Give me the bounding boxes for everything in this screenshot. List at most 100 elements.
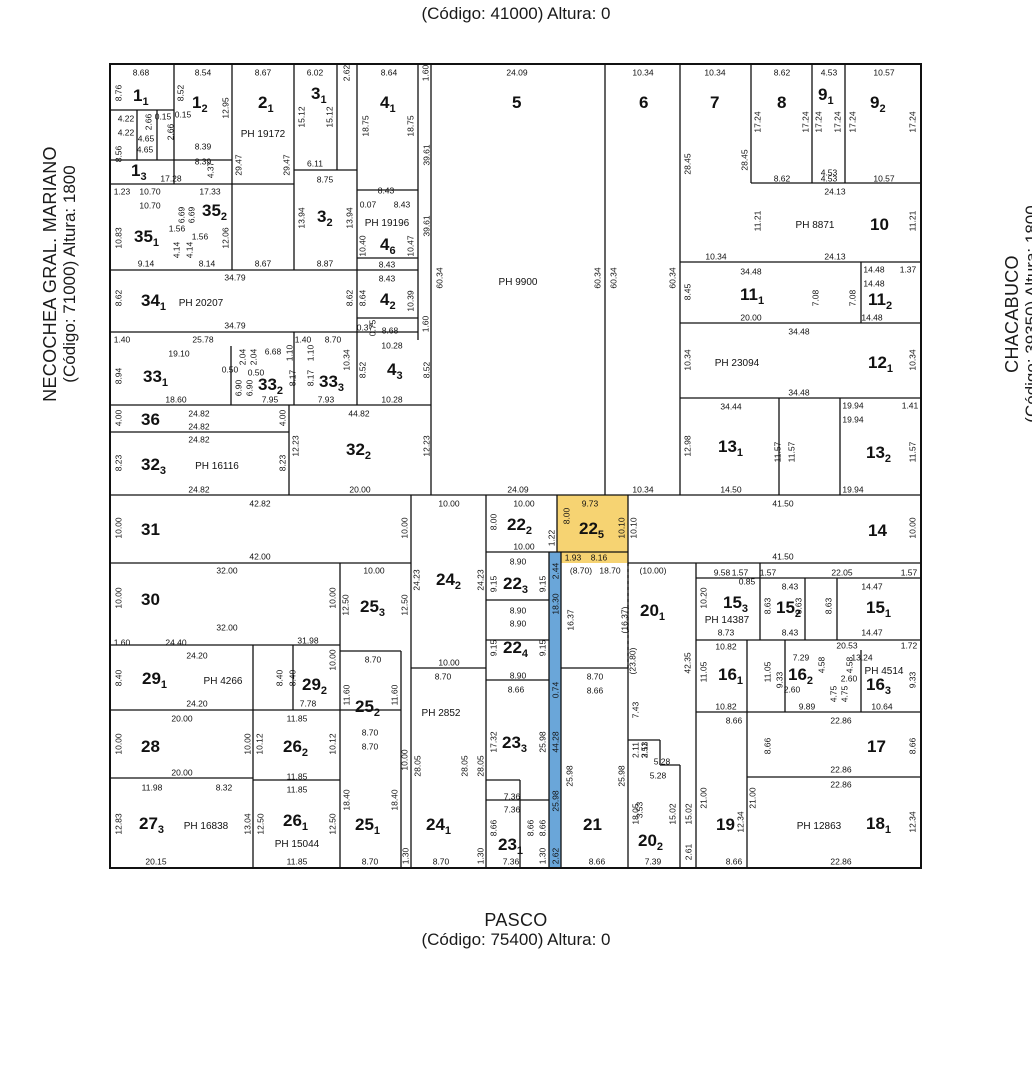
parcel-36[interactable]: 36	[141, 410, 160, 429]
parcel-25-1[interactable]: 251	[355, 815, 380, 837]
parcel-number: 262	[283, 737, 308, 759]
parcel-29-2[interactable]: 292	[302, 675, 327, 697]
parcel-number: 151	[866, 598, 891, 620]
measure-label: 10.12	[327, 733, 337, 755]
parcel-11-2[interactable]: 112	[868, 290, 892, 312]
parcel-5[interactable]: 5PH 9900	[499, 93, 538, 288]
parcel-11-1[interactable]: 111	[740, 285, 764, 307]
measure-label: 8.63	[762, 597, 772, 614]
parcel-16-2[interactable]: 162	[788, 665, 813, 687]
measure-label: 1.60	[420, 64, 430, 81]
measure-label: 10.34	[632, 484, 654, 494]
measure-label: 1.60	[420, 315, 430, 332]
measure-label: 0.15	[175, 109, 192, 119]
parcel-1-2[interactable]: 12	[192, 93, 208, 115]
parcel-1-1[interactable]: 11	[133, 86, 149, 108]
parcel-30[interactable]: 30	[141, 590, 160, 609]
measure-label: 10.57	[873, 173, 895, 183]
parcel-25-3[interactable]: 253	[360, 597, 385, 619]
measure-label: 19.94	[842, 400, 864, 410]
parcel-22-4[interactable]: 224	[503, 638, 529, 660]
parcel-1-3[interactable]: 13	[131, 161, 147, 183]
measure-label: (23.80)	[627, 647, 637, 674]
parcel-15-1[interactable]: 151	[866, 598, 891, 620]
parcel-9-1[interactable]: 91	[818, 85, 834, 107]
measure-label: 2.04	[237, 348, 247, 365]
parcel-19[interactable]: 19	[716, 815, 735, 834]
parcel-14[interactable]: 14	[868, 521, 887, 540]
parcel-31[interactable]: 31	[141, 520, 160, 539]
parcel-number: 201	[640, 601, 665, 623]
ph-label: PH 16116	[195, 461, 239, 472]
parcel-number: 10	[870, 215, 889, 234]
measure-label: 4.53	[821, 173, 838, 183]
parcel-22-2[interactable]: 222	[507, 515, 532, 537]
parcel-13-1[interactable]: 131	[718, 437, 743, 459]
measure-label: 11.85	[287, 713, 308, 723]
parcel-20-1[interactable]: 201	[640, 601, 665, 623]
parcel-3-1[interactable]: 31	[311, 84, 327, 106]
measure-label: 10.00	[327, 649, 337, 671]
parcel-3-2[interactable]: 32	[317, 207, 333, 229]
measure-label: 28.45	[739, 149, 749, 171]
measure-label: 8.90	[510, 556, 527, 566]
parcel-24-2[interactable]: 242	[436, 570, 461, 592]
ph-label: PH 2852	[422, 708, 461, 719]
parcel-20-2[interactable]: 202	[638, 831, 663, 853]
parcel-16-1[interactable]: 161	[718, 665, 743, 687]
parcel-25-2[interactable]: 252	[355, 697, 380, 719]
measure-label: 8.70	[325, 334, 342, 344]
parcel-7[interactable]: 7	[710, 93, 719, 112]
parcel-23-1[interactable]: 231	[498, 835, 523, 857]
measure-label: 1.57	[760, 567, 777, 577]
measure-label: 10.83	[113, 227, 123, 249]
parcel-23-3[interactable]: 233	[502, 733, 527, 755]
parcel-26-2[interactable]: 262	[283, 737, 308, 759]
measure-label: 1.30	[400, 847, 410, 864]
parcel-4-3[interactable]: 43	[387, 360, 403, 382]
measure-label: 1.30	[537, 847, 547, 864]
parcel-number: 8	[777, 93, 786, 112]
parcel-33-3[interactable]: 333	[319, 372, 344, 394]
parcel-15-2[interactable]: 152	[776, 598, 801, 620]
parcel-6[interactable]: 6	[639, 93, 648, 112]
measure-label: 8.66	[726, 715, 743, 725]
parcel-28[interactable]: 28	[141, 737, 160, 756]
parcel-17[interactable]: 17	[867, 737, 886, 756]
parcel-32-2[interactable]: 322	[346, 440, 371, 462]
parcel-35-1[interactable]: 351	[134, 227, 159, 249]
parcel-subnumber: 1	[517, 845, 523, 857]
parcel-33-2[interactable]: 332	[258, 375, 283, 397]
measure-label: 10.00	[327, 587, 337, 609]
parcel-subnumber: 4	[522, 648, 529, 660]
measure-label: 7.08	[810, 289, 820, 306]
parcel-8[interactable]: 8	[777, 93, 786, 112]
measure-label: 2.60	[841, 673, 858, 683]
parcel-22-5[interactable]: 225	[579, 519, 604, 541]
measure-label: 8.94	[113, 367, 123, 384]
parcel-33-1[interactable]: 331	[143, 367, 168, 389]
parcel-22-3[interactable]: 223	[503, 574, 528, 596]
measure-label: 60.34	[592, 267, 602, 289]
parcel-13-2[interactable]: 132	[866, 443, 891, 465]
parcel-21[interactable]: 21	[583, 815, 602, 834]
parcel-35-2[interactable]: 352	[202, 201, 227, 223]
parcel-9-2[interactable]: 92	[870, 93, 886, 115]
measure-label: 10.00	[513, 498, 535, 508]
measure-label: 4.75	[839, 685, 849, 702]
parcel-4-2[interactable]: 42	[380, 290, 396, 312]
parcel-4-1[interactable]: 41	[380, 93, 396, 115]
